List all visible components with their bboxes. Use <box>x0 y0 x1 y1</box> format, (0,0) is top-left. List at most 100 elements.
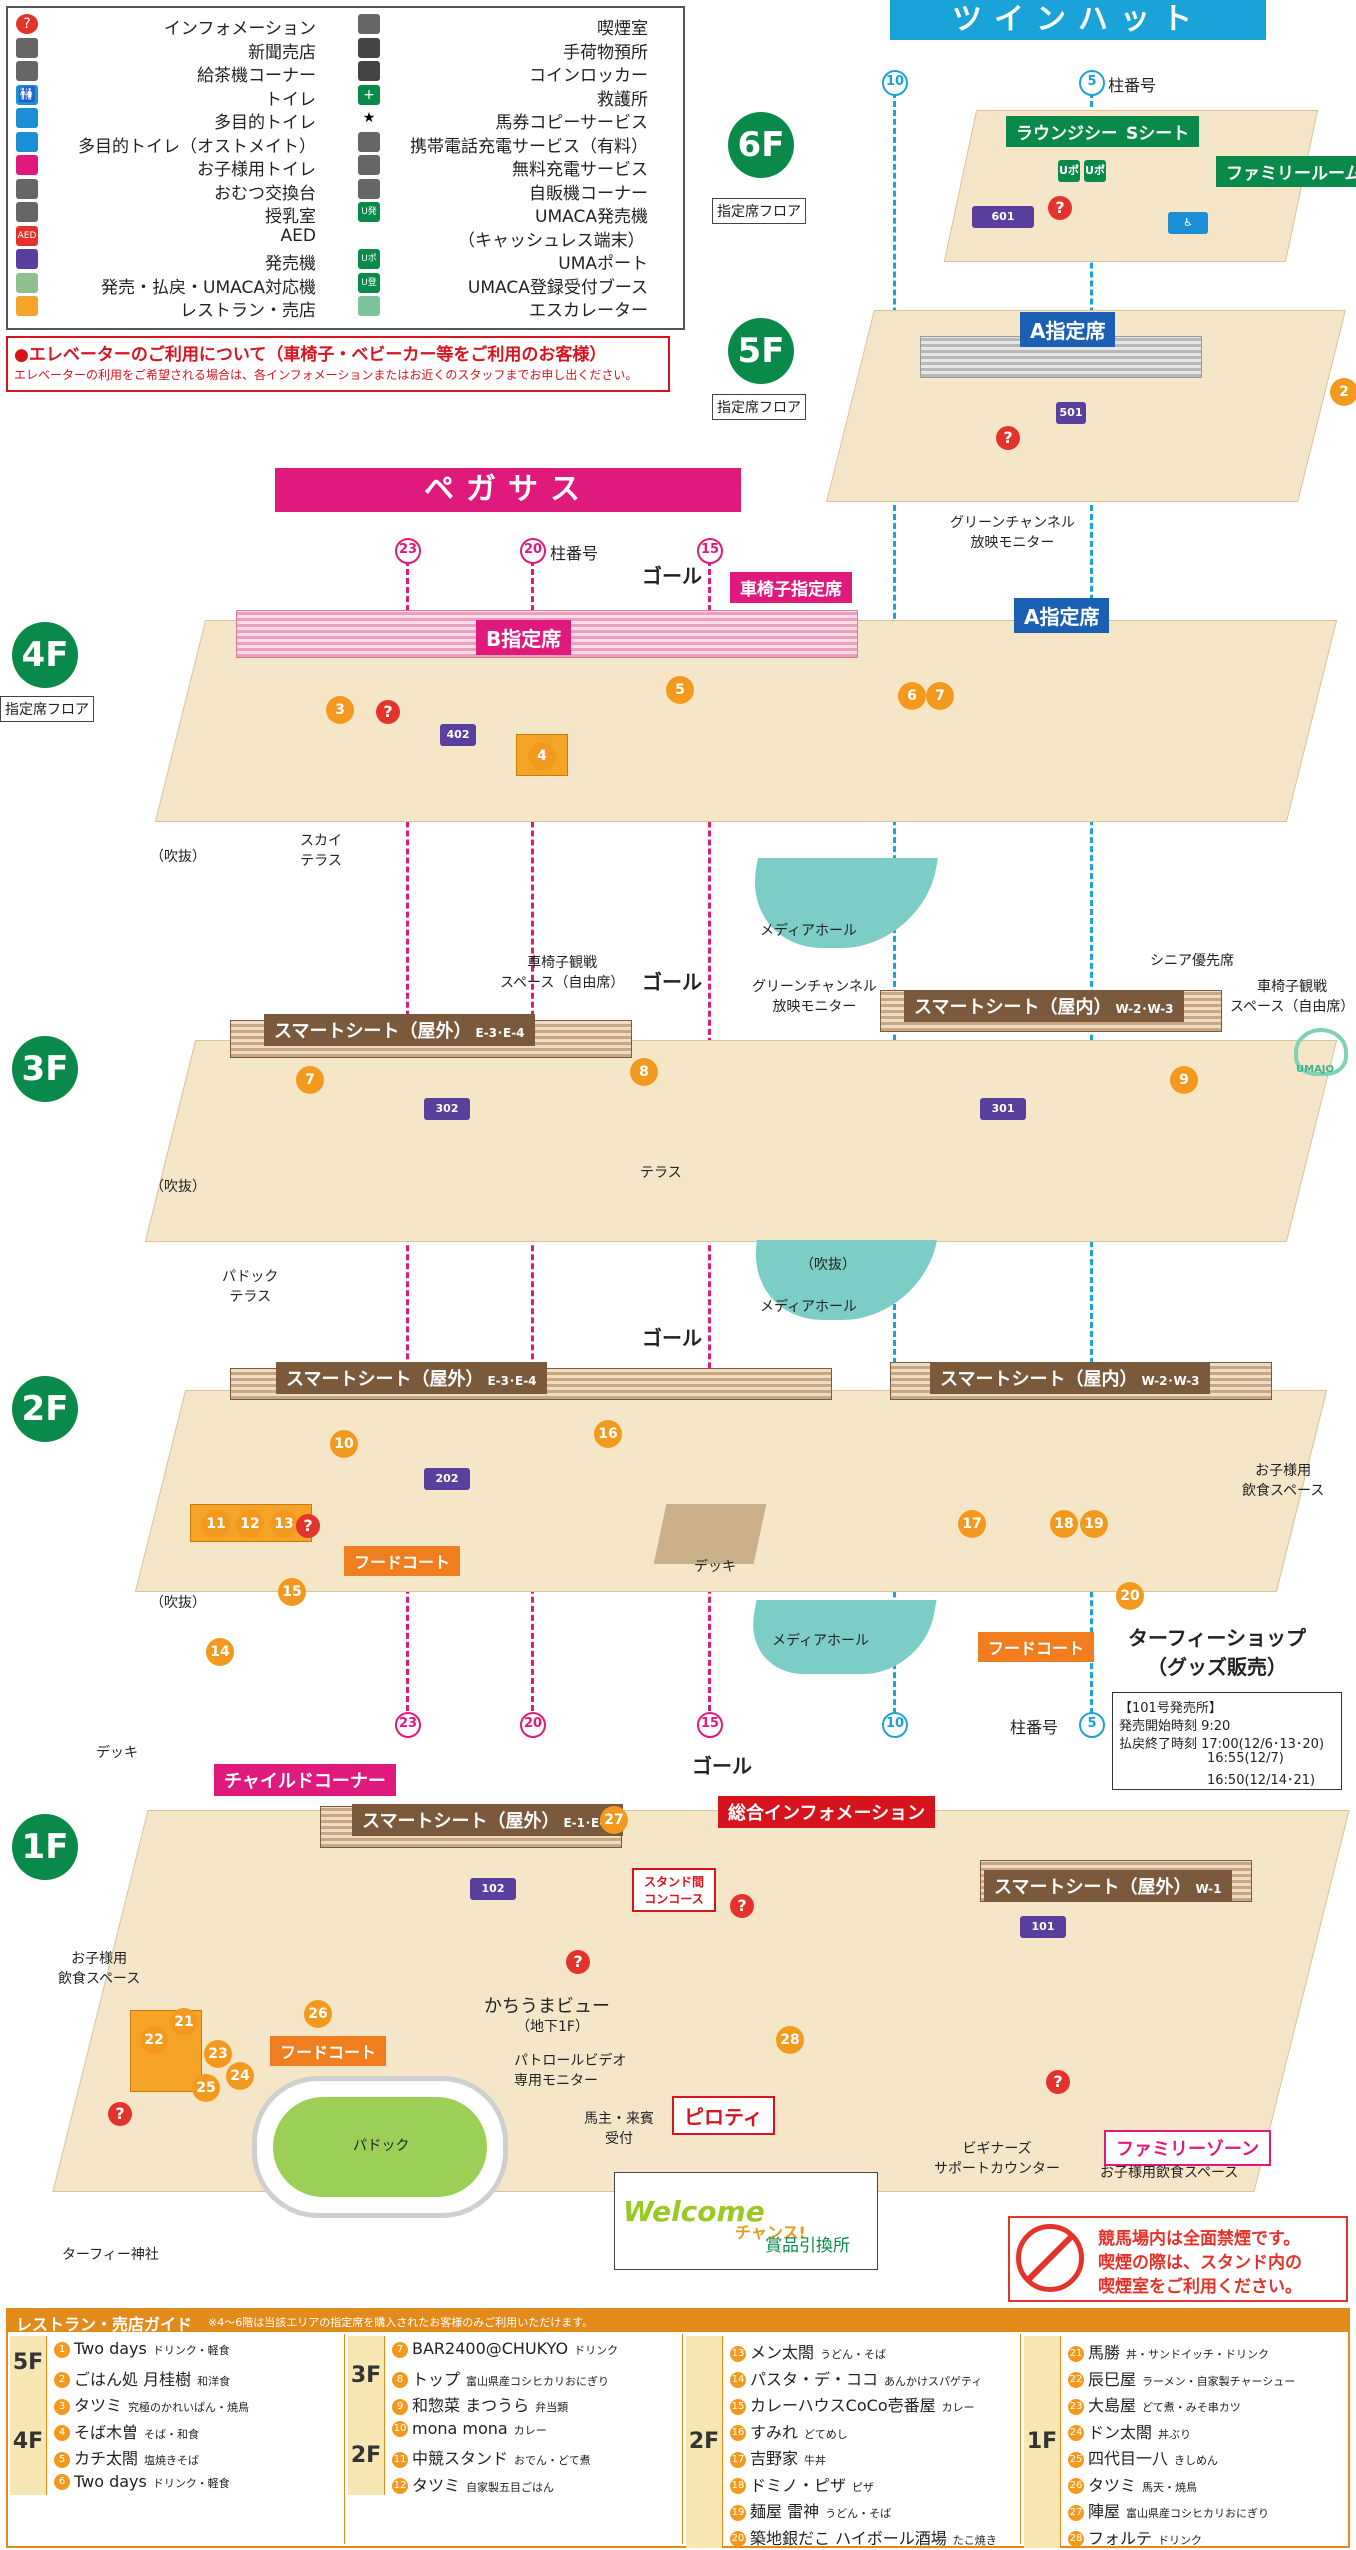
guide-entry-category: カレー <box>941 2401 975 2415</box>
goal-label-3f: ゴール <box>642 970 702 994</box>
smart-seat-indoor-text-3f: スマートシート（屋内） <box>914 997 1112 1018</box>
first-aid-icon: + <box>358 84 380 105</box>
guide-entry-category: カレー <box>513 2423 547 2437</box>
schedule-line-4: 16:50(12/14･21) <box>1207 1773 1316 1788</box>
pillar-label-mid: 柱番号 <box>550 544 599 563</box>
atrium-label-3f: （吹抜） <box>150 1179 206 1195</box>
legend-row: 携帯電話充電サービス（有料） <box>358 131 648 157</box>
info-icon-1f-west: ? <box>108 2102 132 2126</box>
guide-entry-number: 10 <box>392 2421 408 2438</box>
pillar-number-15-bottom: 15 <box>697 1712 723 1738</box>
guide-entry-category: どて煮・みそ串カツ <box>1142 2401 1241 2415</box>
welcome-logo-text: Welcome <box>623 2195 765 2228</box>
guide-entry-number: 28 <box>1068 2531 1084 2548</box>
legend-row: 無料充電サービス <box>358 155 648 180</box>
shop-18: 18 <box>1050 1510 1078 1538</box>
guide-entry-name: ごはん処 月桂樹 <box>74 2369 192 2389</box>
shop-19: 19 <box>1080 1510 1108 1538</box>
legend-label: お子様用トイレ <box>197 160 316 180</box>
smart-seat-outdoor-sub-3f: E-3･E-4 <box>475 1026 525 1040</box>
room-202: 202 <box>424 1468 470 1490</box>
guide-entry-category: ドリンク・軽食 <box>152 2476 230 2490</box>
shop-21: 21 <box>170 2008 198 2036</box>
a-seat-label-4f: A指定席 <box>1014 598 1110 633</box>
shop-24: 24 <box>226 2062 254 2090</box>
shop-25: 25 <box>192 2074 220 2102</box>
guide-entry-name: タツミ <box>1088 2475 1137 2495</box>
pillar-number-23: 23 <box>395 538 421 564</box>
guide-entry-name: 陣屋 <box>1088 2502 1121 2522</box>
guide-entry-name: BAR2400@CHUKYO <box>412 2339 569 2359</box>
shop-23: 23 <box>204 2040 232 2068</box>
guide-entry-number: 4 <box>54 2425 70 2442</box>
pillar-number-5-bottom: 5 <box>1079 1712 1105 1738</box>
smart-seat-outdoor-label-1f: スマートシート（屋外）E-1･E-2 <box>352 1804 623 1836</box>
guide-entry-name: 大島屋 <box>1088 2396 1137 2416</box>
legend-label: エスカレーター <box>529 301 648 321</box>
pillar-line-5 <box>1090 92 1093 1732</box>
guide-entry-name: Two days <box>74 2339 147 2359</box>
child-corner-label: チャイルドコーナー <box>214 1764 396 1796</box>
legend-label: UMAポート <box>558 254 648 274</box>
legend-row: 発売・払戻・UMACA対応機 <box>16 272 316 298</box>
smart-seat-outdoor-w-text-1f: スマートシート（屋外） <box>994 1877 1192 1898</box>
shop-9: 9 <box>1170 1066 1198 1094</box>
kids-dining-2f: お子様用 飲食スペース <box>1242 1463 1325 1499</box>
info-icon-2f: ? <box>296 1514 320 1538</box>
guide-floor-label: 5F <box>10 2336 47 2389</box>
prize-exchange-label: 賞品引換所 <box>765 2236 850 2256</box>
shop-4: 4 <box>528 742 556 770</box>
guide-entry-name: タツミ <box>74 2396 123 2416</box>
guide-entry-name: カレーハウスCoCo壱番屋 <box>750 2396 936 2416</box>
elevator-notice: ●エレベーターのご利用について（車椅子・ベビーカー等をご利用のお客様） エレベー… <box>6 336 670 392</box>
guide-entry-name: ドン太閤 <box>1088 2422 1153 2442</box>
legend-label: 手荷物預所 <box>563 42 648 63</box>
guide-entry-category: 究極のかれいぱん・焼鳥 <box>128 2401 250 2415</box>
guide-entry-number: 15 <box>730 2398 746 2415</box>
guide-entry-number: 23 <box>1068 2398 1084 2415</box>
smart-seat-indoor-label-2f: スマートシート（屋内）W-2･W-3 <box>930 1362 1210 1394</box>
atrium-label-2f: （吹抜） <box>150 1595 206 1611</box>
smart-seat-outdoor-label-3f: スマートシート（屋外）E-3･E-4 <box>264 1014 535 1046</box>
guide-entry-name: カチ太閤 <box>74 2449 139 2469</box>
guide-entry-category: 塩焼きそば <box>144 2454 200 2468</box>
no-smoking-line-2: 喫煙の際は、スタンド内の <box>1098 2253 1302 2273</box>
guide-header: レストラン・売店ガイド ※4〜6階は当該エリアの指定席を購入されたお客様のみご利… <box>8 2310 1348 2334</box>
info-icon-4f: ? <box>376 700 400 724</box>
main-info-label: 総合インフォメーション <box>718 1796 936 1828</box>
shop-16: 16 <box>594 1420 622 1448</box>
shop-10: 10 <box>330 1430 358 1458</box>
no-smoking-line-3: 喫煙室をご利用ください。 <box>1098 2277 1302 2297</box>
guide-entry-name: 中競スタンド <box>412 2449 509 2469</box>
smart-seat-outdoor-label-2f: スマートシート（屋外）E-3･E-4 <box>276 1362 547 1394</box>
smart-seat-indoor-sub-2f: W-2･W-3 <box>1141 1374 1200 1388</box>
escalator-icon <box>358 296 380 316</box>
welcome-chance-text: チャンス! <box>735 2223 806 2242</box>
deck-area-2f <box>653 1504 767 1564</box>
info-icon: ? <box>16 14 38 34</box>
guide-entry-number: 27 <box>1068 2504 1084 2521</box>
guide-entry-category: うどん・そば <box>825 2507 892 2521</box>
guide-entry-category: あんかけスパゲティ <box>884 2374 983 2388</box>
floor-badge-1f: 1F <box>12 1814 78 1880</box>
family-zone-label: ファミリーゾーン <box>1104 2130 1272 2166</box>
sky-terrace-label: スカイ テラス <box>300 833 342 869</box>
smart-seat-outdoor-w-label-1f: スマートシート（屋外）W-1 <box>984 1870 1232 1902</box>
legend-row: +救護所 <box>358 84 648 110</box>
guide-entry-name: パスタ・デ・ココ <box>750 2369 879 2389</box>
pillar-number-10: 10 <box>882 70 908 96</box>
guide-entry-category: どてめし <box>804 2427 848 2441</box>
guide-entry-number: 5 <box>54 2451 70 2468</box>
kachi-view-sub: （地下1F） <box>516 2019 589 2035</box>
